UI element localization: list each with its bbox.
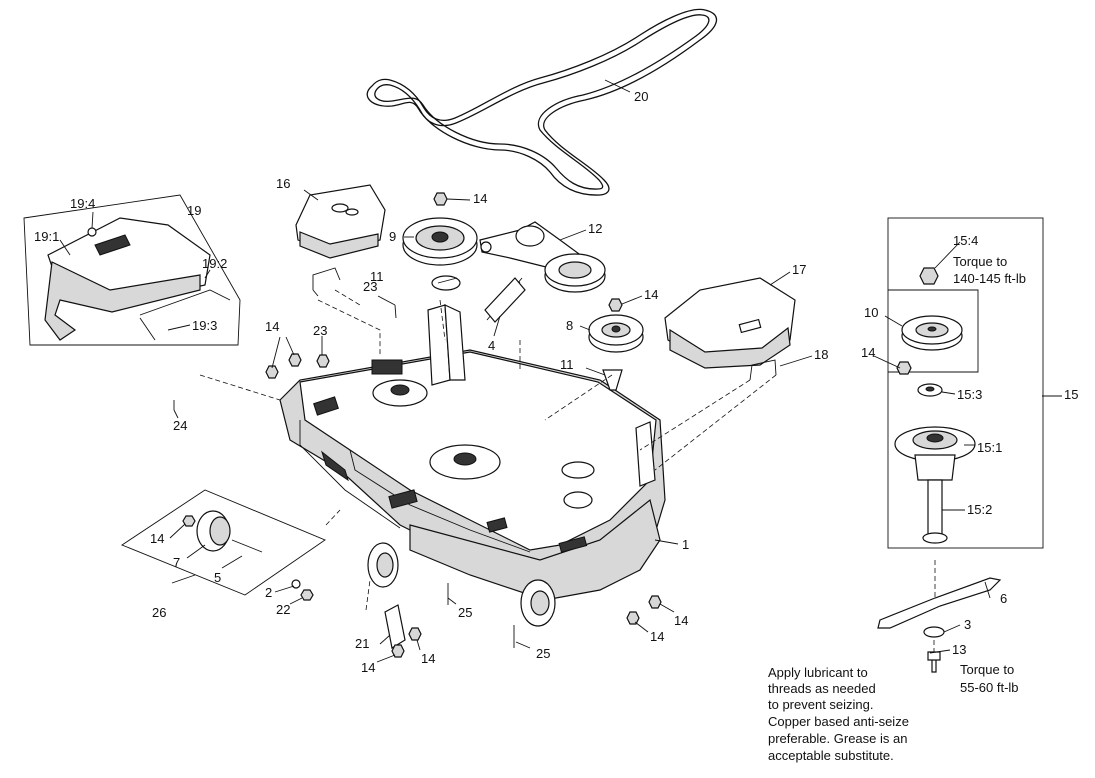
spring-4 [484, 277, 526, 323]
cone-washer-11-lower [602, 369, 623, 391]
nut-14-br-b [626, 611, 640, 625]
mower-deck-1 [279, 304, 666, 627]
label-25-a: 25 [458, 605, 472, 620]
label-9: 9 [389, 229, 396, 244]
nut-14-21a [408, 627, 422, 641]
label-14-f: 14 [361, 660, 375, 675]
label-6: 6 [1000, 591, 1007, 606]
torque-13-line-1: Torque to [960, 662, 1014, 677]
label-3: 3 [964, 617, 971, 632]
label-18: 18 [814, 347, 828, 362]
label-14-h: 14 [674, 613, 688, 628]
pulley-8 [588, 314, 644, 353]
label-7: 7 [173, 555, 180, 570]
rod-under-16 [312, 267, 341, 297]
belt-cover-16 [295, 184, 386, 259]
label-14-i: 14 [650, 629, 664, 644]
label-22: 22 [276, 602, 290, 617]
label-19-1: 19:1 [34, 229, 59, 244]
label-16: 16 [276, 176, 290, 191]
label-14-a: 14 [473, 191, 487, 206]
label-21: 21 [355, 636, 369, 651]
nut-14-left-b [288, 353, 302, 367]
bracket-21 [384, 604, 406, 649]
label-14-d: 14 [861, 345, 875, 360]
nut-14-left-a [265, 365, 279, 379]
label-19: 19 [187, 203, 201, 218]
label-10: 10 [864, 305, 878, 320]
belt-cover-17 [664, 277, 796, 369]
label-12: 12 [588, 221, 602, 236]
label-11-b: 11 [560, 357, 574, 372]
nut-14-br-a [648, 595, 662, 609]
label-15-2: 15:2 [967, 502, 992, 517]
label-4: 4 [488, 338, 495, 353]
label-14-e: 14 [150, 531, 164, 546]
label-5: 5 [214, 570, 221, 585]
drive-belt-20 [366, 8, 718, 196]
label-19-4: 19:4 [70, 196, 95, 211]
label-19-2: 19:2 [202, 256, 227, 271]
label-13: 13 [952, 642, 966, 657]
label-1: 1 [682, 537, 689, 552]
nut-14-left-c [316, 354, 330, 368]
torque-15-4-line-1: Torque to [953, 254, 1007, 269]
lubricant-note-line-1: Apply lubricant to [768, 665, 868, 680]
bolt-23-a [394, 304, 397, 319]
label-19-3: 19:3 [192, 318, 217, 333]
washer-3 [923, 626, 945, 638]
label-15-4: 15:4 [953, 233, 978, 248]
torque-15-4-line-2: 140-145 ft-lb [953, 271, 1026, 286]
label-11-a: 11 [370, 269, 384, 284]
pulley-9 [402, 217, 478, 266]
torque-13-line-2: 55-60 ft-lb [960, 680, 1019, 695]
label-17: 17 [792, 262, 806, 277]
group-box-15 [887, 217, 1044, 549]
label-14-g: 14 [421, 651, 435, 666]
lubricant-note-line-3: to prevent seizing. [768, 697, 874, 712]
label-26: 26 [152, 605, 166, 620]
idler-arm-12 [479, 221, 606, 293]
lubricant-note-line-5: preferable. Grease is an [768, 731, 907, 746]
group-box-19 [23, 194, 241, 346]
nut-14-top [433, 192, 448, 206]
label-15: 15 [1064, 387, 1078, 402]
label-15-3: 15:3 [957, 387, 982, 402]
label-24: 24 [173, 418, 187, 433]
lubricant-note-line-4: Copper based anti-seize [768, 714, 909, 729]
label-14-c: 14 [265, 319, 279, 334]
label-15-1: 15:1 [977, 440, 1002, 455]
label-23-a: 23 [363, 279, 377, 294]
label-20: 20 [634, 89, 648, 104]
bolt-13 [927, 651, 941, 673]
nut-14-pulley8 [608, 298, 623, 312]
label-23-b: 23 [313, 323, 327, 338]
lubricant-note-line-2: threads as needed [768, 681, 876, 696]
leader-lines [59, 79, 1062, 663]
lubricant-note-line-6: acceptable substitute. [768, 748, 894, 763]
group-box-26 [121, 489, 326, 601]
alignment-lines [199, 289, 936, 652]
label-8: 8 [566, 318, 573, 333]
nut-14-21b [391, 644, 405, 658]
label-2: 2 [265, 585, 272, 600]
rod-18 [749, 359, 777, 381]
label-25-b: 25 [536, 646, 550, 661]
label-14-b: 14 [644, 287, 658, 302]
blade-6 [877, 577, 1002, 629]
callout-labels: 20 14 9 12 16 17 18 11 11 8 14 4 23 14 2… [34, 89, 1078, 763]
